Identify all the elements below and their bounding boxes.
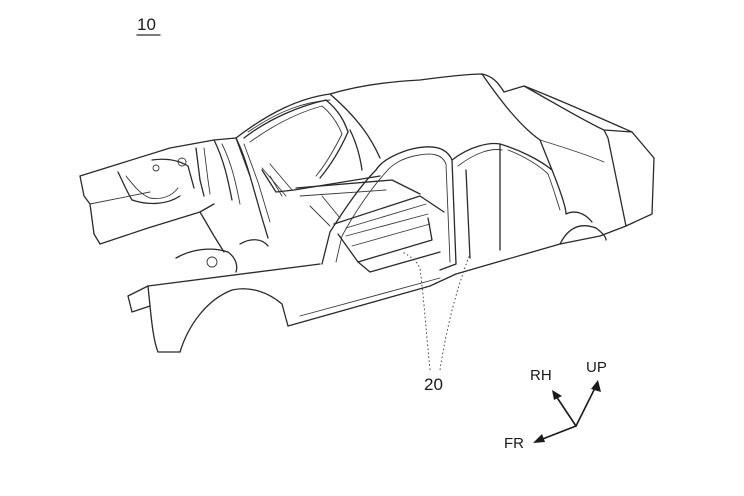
reference-numeral-10-text: 10 [137, 15, 156, 34]
direction-label-fr: FR [504, 435, 524, 452]
leader-lines-20 [401, 251, 471, 371]
rear-quarter [499, 139, 567, 215]
direction-label-up: UP [586, 359, 607, 376]
far-side-rail [261, 169, 381, 197]
rear-deck [503, 85, 655, 245]
direction-label-rh: RH [530, 367, 552, 384]
rear-wheel-arch [565, 211, 593, 223]
floor-panel [295, 179, 445, 273]
side-sill [127, 225, 607, 353]
center-pillars [321, 142, 503, 271]
reference-numeral-10: 10 [136, 15, 161, 36]
direction-arrows-icon [533, 380, 601, 443]
roof-panel [235, 73, 541, 159]
reference-numeral-20: 20 [424, 375, 443, 394]
car-body-drawing [79, 73, 655, 353]
engine-bay [79, 137, 293, 273]
front-windshield-frame [235, 99, 363, 179]
